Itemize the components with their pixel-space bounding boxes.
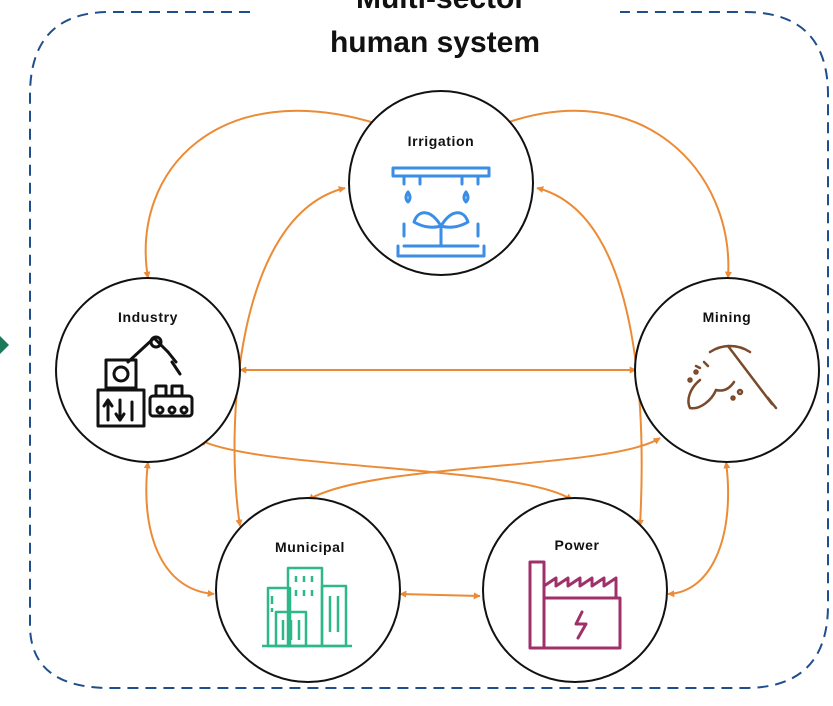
node-power: Power [482, 497, 668, 683]
connector-irrigation-power [536, 186, 644, 527]
node-label-power: Power [554, 537, 599, 553]
inbound-arrow-icon [0, 336, 9, 354]
node-label-industry: Industry [118, 309, 178, 325]
connector-municipal-power [399, 590, 481, 600]
node-label-municipal: Municipal [275, 539, 345, 555]
city-buildings-icon [262, 566, 352, 648]
pickaxe-icon [687, 344, 778, 410]
node-municipal: Municipal [215, 497, 401, 683]
diagram-title-line-2: human system [329, 26, 541, 59]
power-plant-icon [528, 560, 622, 650]
robot-arm-factory-icon [96, 335, 194, 428]
diagram-title-line-1: Multi-sector [255, 0, 627, 15]
connector-industry-municipal [143, 461, 215, 598]
node-irrigation: Irrigation [348, 90, 534, 276]
connector-industry-irrigation [143, 109, 379, 279]
system-boundary [29, 11, 829, 689]
irrigation-icon [391, 166, 491, 258]
connector-mining-municipal [307, 437, 661, 501]
connectors [143, 109, 732, 600]
node-label-mining: Mining [703, 309, 752, 325]
connector-industry-power [199, 439, 573, 501]
connector-irrigation-mining [502, 109, 732, 279]
node-industry: Industry [55, 277, 241, 463]
connector-irrigation-municipal [233, 186, 346, 527]
node-label-irrigation: Irrigation [408, 133, 475, 149]
node-mining: Mining [634, 277, 820, 463]
connector-mining-power [667, 461, 731, 598]
